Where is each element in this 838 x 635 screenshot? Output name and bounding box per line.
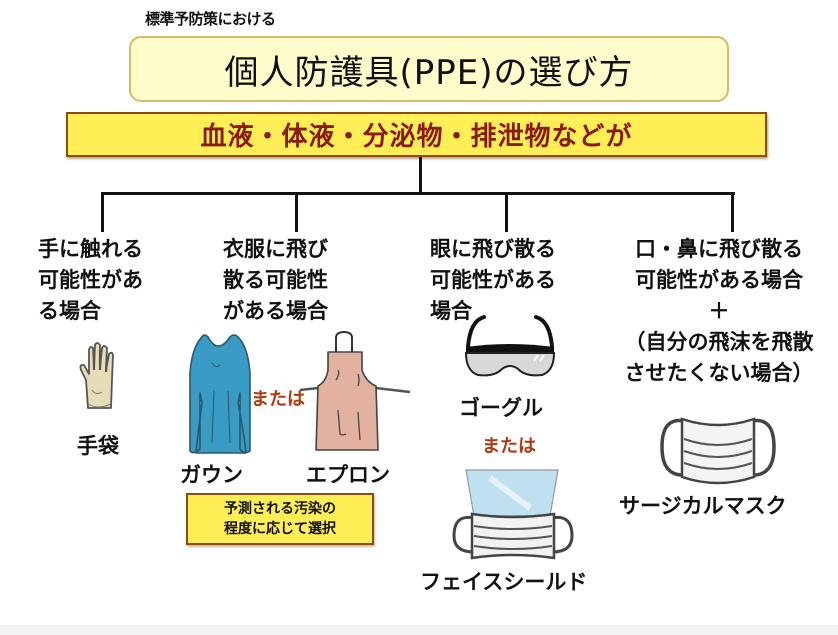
selection-note-line-1: 予測される汚染の bbox=[224, 501, 336, 517]
glove-label: 手袋 bbox=[77, 434, 119, 458]
apron-label: エプロン bbox=[306, 463, 390, 487]
branch-line-1 bbox=[101, 192, 104, 232]
category-clothing-condition: 衣服に飛び 散る可能性 がある場合 bbox=[223, 237, 328, 323]
trunk-line bbox=[419, 157, 422, 194]
selection-note: 予測される汚染の 程度に応じて選択 bbox=[186, 493, 374, 545]
gown-or-apron-label: または bbox=[251, 389, 305, 410]
apron-icon bbox=[299, 330, 412, 452]
branch-line-2 bbox=[295, 192, 298, 232]
face-shield-label: フェイスシールド bbox=[420, 570, 588, 594]
branch-line-4 bbox=[731, 192, 734, 232]
gown-label: ガウン bbox=[180, 463, 243, 487]
category-hands-condition: 手に触れる 可能性があ る場合 bbox=[38, 237, 143, 323]
bottom-strip bbox=[0, 625, 838, 635]
goggles-or-face-shield-label: または bbox=[482, 436, 536, 457]
category-mouth-nose-condition: 口・鼻に飛び散る 可能性がある場合 ＋ （自分の飛沫を飛散 させたくない場合） bbox=[624, 237, 814, 385]
goggles-label: ゴーグル bbox=[459, 396, 543, 420]
goggles-icon bbox=[462, 313, 558, 379]
surgical-mask-label: サージカルマスク bbox=[619, 494, 787, 518]
page-title-text: 個人防護具(PPE)の選び方 bbox=[224, 52, 634, 93]
source-banner: 血液・体液・分泌物・排泄物などが bbox=[66, 112, 767, 157]
face-shield-icon bbox=[450, 468, 576, 564]
banner-text: 血液・体液・分泌物・排泄物などが bbox=[200, 122, 633, 152]
gown-icon bbox=[188, 333, 252, 457]
branch-line-3 bbox=[505, 192, 508, 232]
page-title: 個人防護具(PPE)の選び方 bbox=[129, 36, 729, 102]
surgical-mask-icon bbox=[658, 415, 778, 485]
category-eyes-condition: 眼に飛び散る 可能性がある 場合 bbox=[430, 237, 556, 323]
branch-bar bbox=[101, 192, 735, 195]
glove-icon bbox=[78, 340, 120, 412]
selection-note-line-2: 程度に応じて選択 bbox=[224, 521, 336, 537]
subtitle: 標準予防策における bbox=[145, 10, 276, 28]
